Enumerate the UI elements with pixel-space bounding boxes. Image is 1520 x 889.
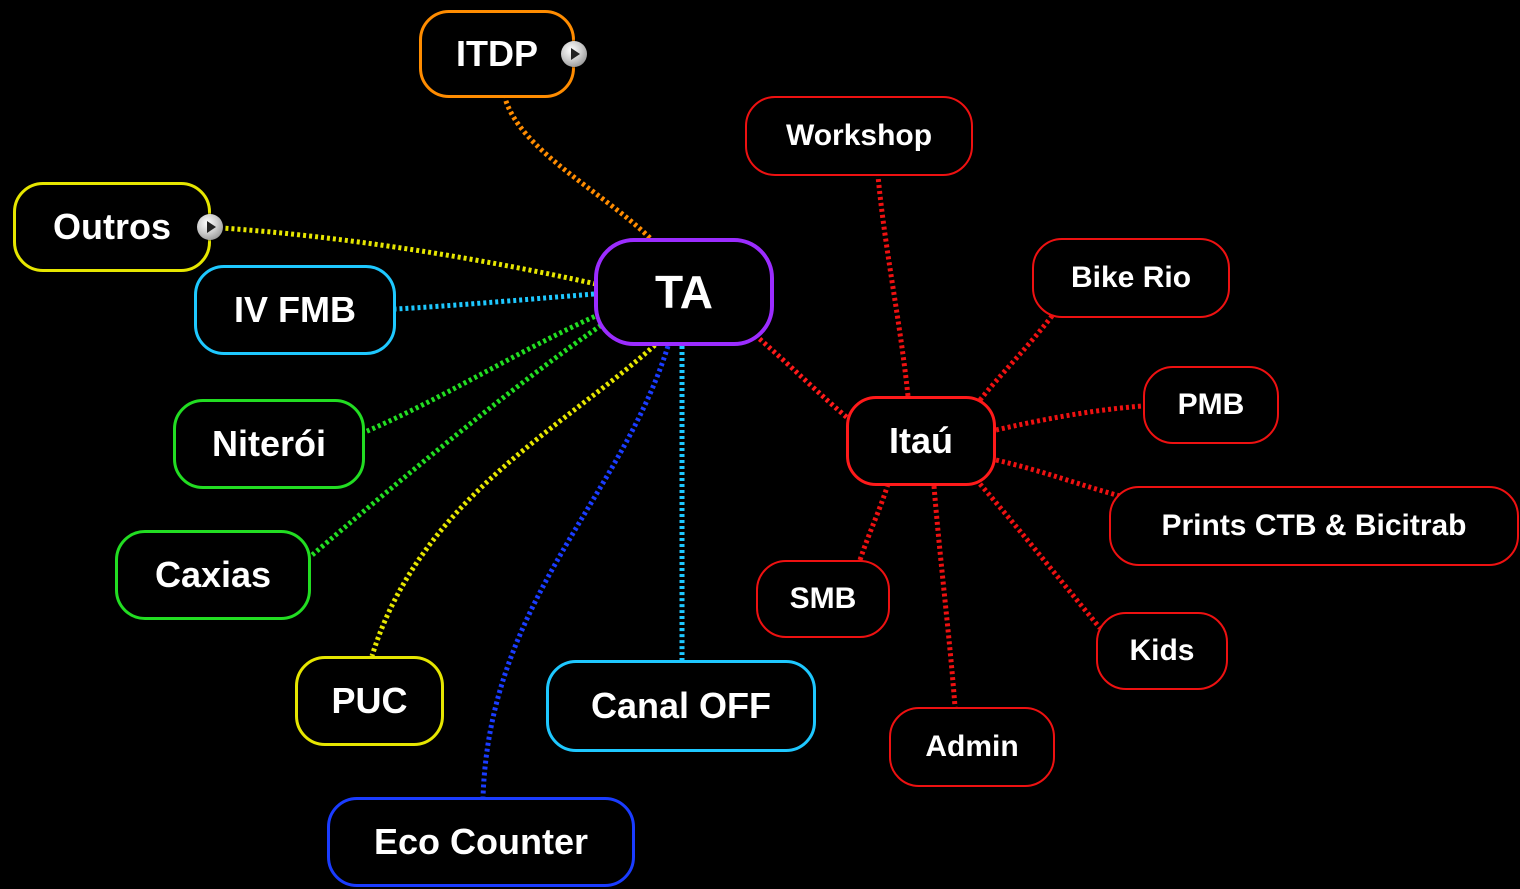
topic-itau[interactable]: Itaú xyxy=(846,396,996,486)
expand-outros-icon[interactable] xyxy=(197,214,223,240)
topic-puc-label: PUC xyxy=(331,680,408,721)
topic-caxias[interactable]: Caxias xyxy=(115,530,311,620)
link-kids xyxy=(978,482,1102,630)
link-eco-counter xyxy=(480,345,671,798)
topic-eco-counter[interactable]: Eco Counter xyxy=(327,797,635,887)
subtopic-kids[interactable]: Kids xyxy=(1096,612,1228,690)
topic-outros[interactable]: Outros xyxy=(13,182,211,272)
link-outros xyxy=(221,225,597,287)
subtopic-bike-rio-label: Bike Rio xyxy=(1070,261,1192,294)
topic-puc[interactable]: PUC xyxy=(295,656,444,746)
topic-iv-fmb[interactable]: IV FMB xyxy=(194,265,396,355)
subtopic-bike-rio[interactable]: Bike Rio xyxy=(1032,238,1230,318)
central-topic-label: TA xyxy=(655,266,713,318)
link-iv-fmb xyxy=(395,291,595,312)
topic-canal-off-label: Canal OFF xyxy=(590,685,772,726)
subtopic-kids-label: Kids xyxy=(1129,634,1195,667)
subtopic-admin-label: Admin xyxy=(925,730,1019,763)
central-topic-ta[interactable]: TA xyxy=(594,238,774,346)
topic-itdp-label: ITDP xyxy=(455,33,538,74)
subtopic-prints-label: Prints CTB & Bicitrab xyxy=(1161,509,1467,542)
subtopic-smb-label: SMB xyxy=(789,582,857,615)
subtopic-pmb-label: PMB xyxy=(1177,388,1245,421)
expand-itdp-icon[interactable] xyxy=(561,41,587,67)
link-itau xyxy=(753,333,852,422)
subtopic-smb[interactable]: SMB xyxy=(756,560,890,638)
link-admin xyxy=(931,485,958,708)
subtopic-workshop-label: Workshop xyxy=(785,119,933,152)
topic-caxias-label: Caxias xyxy=(154,554,272,595)
subtopic-admin[interactable]: Admin xyxy=(889,707,1055,787)
topic-canal-off[interactable]: Canal OFF xyxy=(546,660,816,752)
link-smb xyxy=(857,483,891,561)
link-puc xyxy=(369,343,657,657)
topic-niteroi[interactable]: Niterói xyxy=(173,399,365,489)
topic-outros-label: Outros xyxy=(52,206,171,247)
topic-iv-fmb-label: IV FMB xyxy=(234,289,356,330)
subtopic-workshop[interactable]: Workshop xyxy=(745,96,973,176)
link-itdp xyxy=(502,97,652,240)
link-bike-rio xyxy=(978,310,1057,402)
link-pmb xyxy=(995,403,1144,433)
topic-itdp[interactable]: ITDP xyxy=(419,10,575,98)
link-prints xyxy=(995,457,1121,499)
link-niteroi xyxy=(364,311,602,435)
topic-eco-counter-label: Eco Counter xyxy=(373,821,588,862)
topic-niteroi-label: Niterói xyxy=(211,423,326,464)
topic-itau-label: Itaú xyxy=(888,420,953,461)
subtopic-prints-ctb-bicitrab[interactable]: Prints CTB & Bicitrab xyxy=(1109,486,1519,566)
subtopic-pmb[interactable]: PMB xyxy=(1143,366,1279,444)
link-workshop xyxy=(875,175,911,397)
link-caxias xyxy=(309,319,608,558)
